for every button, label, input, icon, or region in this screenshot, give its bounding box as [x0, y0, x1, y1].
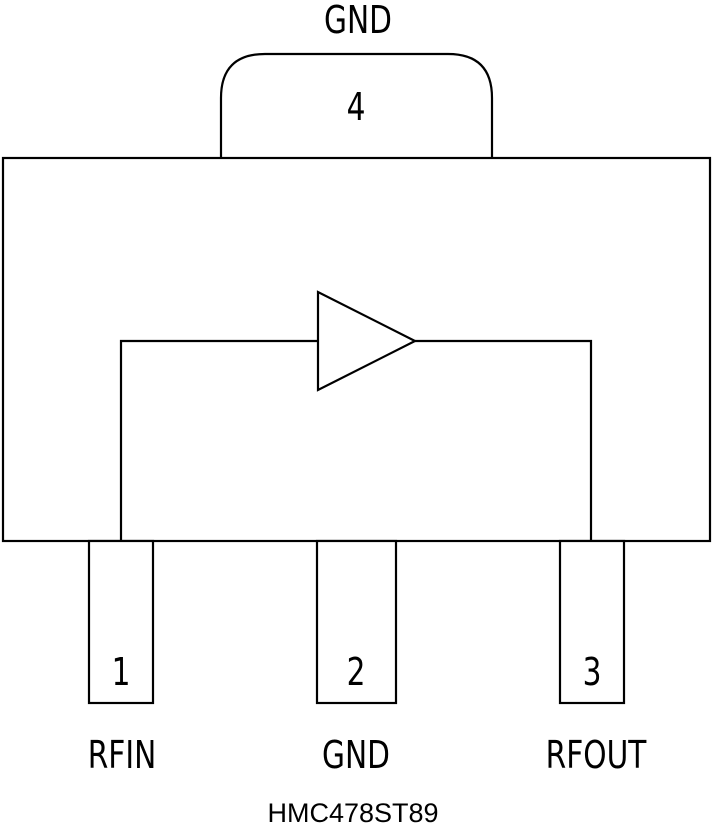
- pin-3-number: 3: [583, 650, 602, 695]
- pin-3-name: RFOUT: [546, 733, 647, 778]
- rfin-trace: [119, 339, 318, 541]
- amplifier-symbol: [316, 290, 418, 392]
- pin-4-name: GND: [324, 0, 392, 43]
- pin-2-lead: [315, 539, 398, 705]
- pin-1-lead: [87, 539, 155, 705]
- pin-4-number: 4: [347, 85, 366, 130]
- pin-3-lead: [558, 539, 626, 705]
- pin-1-number: 1: [112, 650, 131, 695]
- pin-1-name: RFIN: [88, 733, 157, 778]
- pin-2-name: GND: [322, 733, 390, 778]
- part-number: HMC478ST89: [267, 798, 438, 827]
- pin-2-number: 2: [347, 650, 366, 695]
- rfout-trace: [415, 339, 593, 541]
- pin-4-tab: [219, 52, 494, 158]
